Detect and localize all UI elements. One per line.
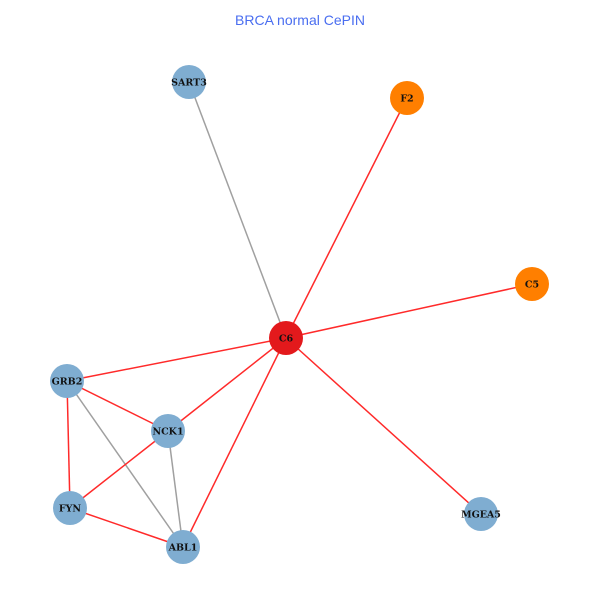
edge-c5-c6 xyxy=(285,283,533,339)
node-label: GRB2 xyxy=(52,377,83,388)
edge-fyn-abl1 xyxy=(69,507,184,548)
node-circle xyxy=(269,321,303,355)
edge-nck1-fyn xyxy=(69,430,169,509)
node-circle xyxy=(166,530,200,564)
node-circle xyxy=(515,267,549,301)
node-mgea5[interactable]: MGEA5 xyxy=(461,497,501,531)
node-fyn[interactable]: FYN xyxy=(53,491,87,525)
edge-c6-mgea5 xyxy=(285,337,482,515)
node-c5[interactable]: C5 xyxy=(515,267,549,301)
node-grb2[interactable]: GRB2 xyxy=(50,364,84,398)
edge-grb2-nck1 xyxy=(66,380,169,432)
node-label: C5 xyxy=(525,280,539,291)
node-label: FYN xyxy=(59,504,82,515)
node-label: F2 xyxy=(400,94,413,105)
edge-sart3-c6 xyxy=(188,81,287,339)
node-circle xyxy=(53,491,87,525)
edge-f2-c6 xyxy=(285,97,408,339)
edge-c6-nck1 xyxy=(167,337,287,432)
node-c6[interactable]: C6 xyxy=(269,321,303,355)
edge-nck1-abl1 xyxy=(167,430,184,548)
node-label: NCK1 xyxy=(152,427,183,438)
node-label: C6 xyxy=(279,334,294,345)
node-circle xyxy=(464,497,498,531)
node-circle xyxy=(172,65,206,99)
node-abl1[interactable]: ABL1 xyxy=(166,530,200,564)
node-label: ABL1 xyxy=(168,543,198,554)
edge-c6-grb2 xyxy=(66,337,287,382)
node-circle xyxy=(50,364,84,398)
node-circle xyxy=(151,414,185,448)
edge-grb2-fyn xyxy=(66,380,71,509)
node-label: MGEA5 xyxy=(461,510,501,521)
node-sart3[interactable]: SART3 xyxy=(171,65,207,99)
chart-title: BRCA normal CePIN xyxy=(235,12,365,28)
edge-c6-abl1 xyxy=(182,337,287,548)
node-f2[interactable]: F2 xyxy=(390,81,424,115)
node-nck1[interactable]: NCK1 xyxy=(151,414,185,448)
node-circle xyxy=(390,81,424,115)
node-label: SART3 xyxy=(171,78,207,89)
